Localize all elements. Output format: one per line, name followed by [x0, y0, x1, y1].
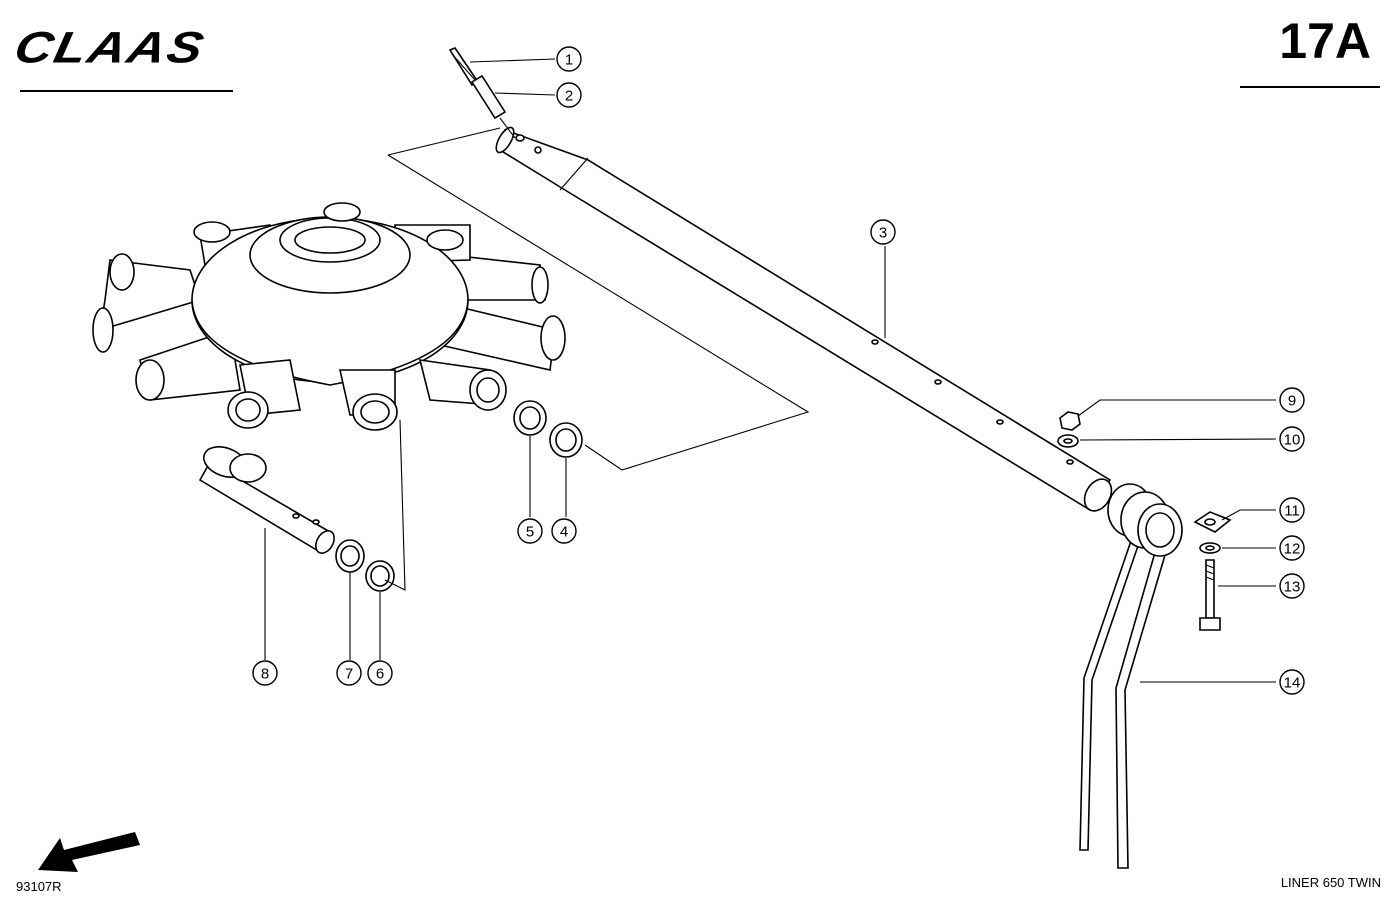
svg-text:8: 8: [261, 666, 269, 683]
washer-10: [1057, 434, 1079, 448]
svg-text:13: 13: [1284, 579, 1301, 596]
lock-nut: [1059, 411, 1081, 431]
tine-arm-tube: [495, 126, 1113, 512]
svg-text:12: 12: [1284, 541, 1301, 558]
svg-text:7: 7: [345, 666, 353, 683]
page-number-underline: [1240, 86, 1380, 88]
callout-11: 11: [1279, 497, 1305, 523]
svg-text:4: 4: [560, 524, 568, 541]
seal-ring-7: [335, 539, 365, 573]
callout-12: 12: [1279, 535, 1305, 561]
svg-text:9: 9: [1288, 393, 1296, 410]
svg-text:11: 11: [1284, 503, 1300, 520]
callout-3: 3: [870, 219, 896, 245]
callout-5: 5: [517, 518, 543, 544]
seal-ring-4: [549, 422, 583, 458]
callout-9: 9: [1279, 387, 1305, 413]
hex-bolt: [1199, 559, 1221, 631]
svg-text:5: 5: [526, 524, 534, 541]
callout-6: 6: [367, 660, 393, 686]
svg-text:3: 3: [879, 225, 887, 242]
svg-text:1: 1: [565, 52, 573, 69]
drawing-number: 93107R: [16, 879, 62, 894]
seal-ring-6: [365, 560, 395, 592]
spring-pin: [448, 47, 480, 87]
seal-ring-5: [513, 400, 547, 436]
brand-underline: [20, 90, 233, 92]
callout-14: 14: [1279, 669, 1305, 695]
svg-text:14: 14: [1284, 675, 1301, 692]
callout-1: 1: [556, 46, 582, 72]
page-number: 17A: [1279, 13, 1371, 69]
svg-text:10: 10: [1284, 432, 1301, 449]
svg-text:2: 2: [565, 88, 573, 105]
svg-text:6: 6: [376, 666, 384, 683]
leader-lines: [264, 58, 1277, 683]
callout-2: 2: [556, 82, 582, 108]
double-tine: [1079, 483, 1183, 869]
model-name: LINER 650 TWIN: [1280, 875, 1381, 890]
washer-12: [1199, 542, 1221, 554]
callout-13: 13: [1279, 573, 1305, 599]
callout-4: 4: [551, 518, 577, 544]
callout-8: 8: [252, 660, 278, 686]
direction-arrow-icon: [38, 832, 140, 872]
callout-7: 7: [336, 660, 362, 686]
callout-10: 10: [1279, 426, 1305, 452]
reference-plane-outline: [387, 127, 810, 471]
rotor-hub: [92, 202, 566, 431]
pin-sleeve: [470, 74, 516, 139]
clamp-plate: [1193, 511, 1232, 533]
hub-shaft: [198, 446, 335, 554]
